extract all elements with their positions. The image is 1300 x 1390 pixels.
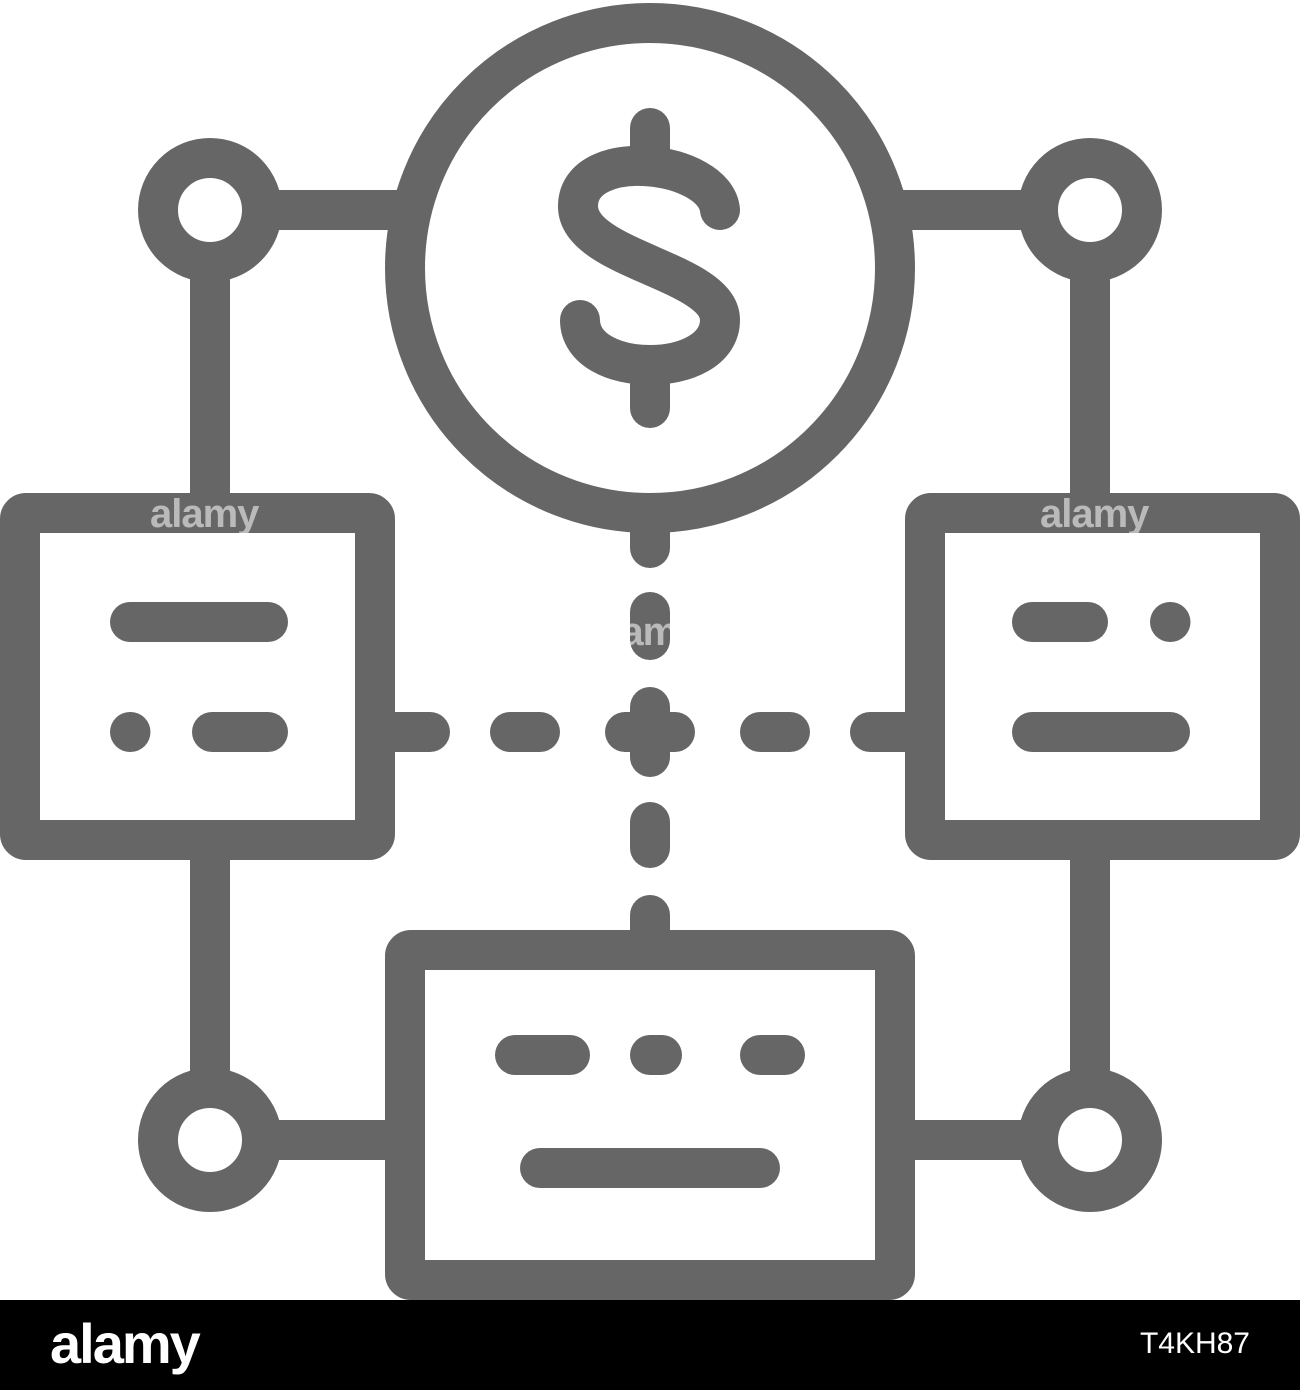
dollar-flowchart-network-icon xyxy=(0,3,1300,1300)
icon-canvas: alamy alamy alamy xyxy=(0,3,1300,1300)
footer-bar: alamy T4KH87 xyxy=(0,1300,1300,1390)
image-id-label: T4KH87 xyxy=(1139,1327,1250,1360)
left-document-box xyxy=(0,493,395,860)
bottom-document-box xyxy=(385,930,915,1300)
right-document-box xyxy=(905,493,1300,860)
alamy-logo: alamy xyxy=(50,1312,201,1375)
dollar-sign-icon xyxy=(558,145,740,385)
